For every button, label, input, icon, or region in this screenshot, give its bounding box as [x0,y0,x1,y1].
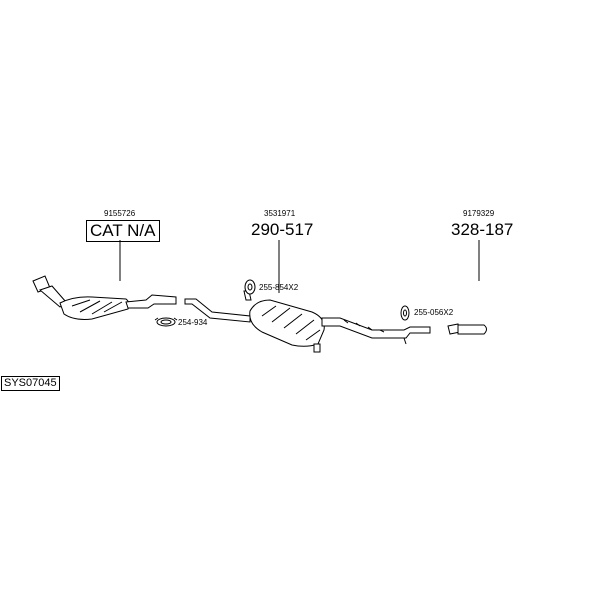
rubber-mount-icon-1[interactable] [244,279,256,295]
oem-number-muffler: 3531971 [264,209,296,218]
accessory-label-mount-2[interactable]: 255-056X2 [414,308,454,317]
part-ref-tailpipe[interactable]: 328-187 [451,220,514,239]
part-ref-muffler[interactable]: 290-517 [251,220,314,239]
system-code-label: SYS07045 [1,376,60,391]
clamp-icon[interactable] [154,317,178,327]
tail-pipe-part[interactable] [447,323,487,335]
accessory-label-mount-1[interactable]: 255-854X2 [259,283,299,292]
part-ref-cat[interactable]: CAT N/A [86,220,160,242]
catalytic-converter-part[interactable] [32,275,177,320]
oem-number-cat: 9155726 [104,209,136,218]
oem-number-tailpipe: 9179329 [463,209,495,218]
rubber-mount-icon-2[interactable] [400,305,410,321]
accessory-label-clamp[interactable]: 254-934 [178,318,208,327]
middle-silencer-part[interactable] [184,290,431,353]
